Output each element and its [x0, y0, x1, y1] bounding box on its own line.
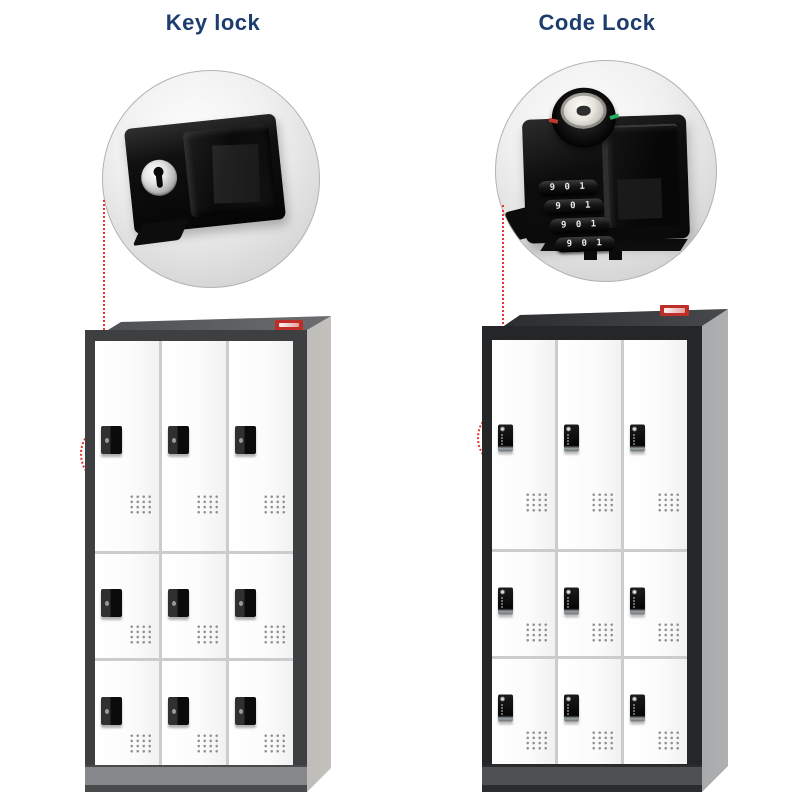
callout-line-code [502, 205, 504, 408]
key-lock-icon [168, 588, 189, 617]
ventilation-holes [264, 625, 288, 645]
code-lock-icon [564, 694, 579, 722]
unlocked-indicator [609, 113, 620, 120]
locker-door [162, 661, 226, 767]
ventilation-holes [197, 625, 221, 645]
ventilation-holes [197, 734, 221, 754]
locker-doors-grid [492, 340, 687, 764]
key-lock-icon [235, 588, 256, 617]
ventilation-holes [658, 493, 682, 513]
cabinet-side-panel [307, 316, 331, 792]
code-lock-icon [630, 587, 645, 615]
locker-door [492, 658, 555, 764]
key-lock-title: Key lock [165, 10, 261, 35]
locker-door [558, 552, 621, 656]
key-lock-icon [101, 425, 122, 454]
key-lock-icon [235, 696, 256, 725]
locker-door [558, 340, 621, 549]
locker-door [162, 341, 226, 551]
code-lock-icon [498, 694, 513, 722]
cabinet-front [85, 330, 307, 792]
handle-cavity [182, 123, 278, 218]
code-lock-icon [564, 424, 579, 452]
cabinet-base [85, 765, 307, 792]
code-lock-icon [630, 424, 645, 452]
ventilation-holes [592, 493, 616, 513]
ventilation-holes [197, 495, 221, 515]
dial-wheel: 9 0 1 [543, 198, 605, 216]
code-lock-icon [564, 587, 579, 615]
ventilation-holes [592, 731, 616, 751]
locker-door [229, 341, 293, 551]
locker-door [624, 658, 687, 764]
callout-line-key [103, 200, 105, 422]
ventilation-holes [658, 731, 682, 751]
code-lock-icon [630, 694, 645, 722]
cabinet-side-panel [702, 309, 728, 792]
keyhole-icon [139, 158, 179, 198]
locker-door [229, 661, 293, 767]
code-lock-body: 9 0 1 9 0 1 9 0 1 9 0 1 [521, 86, 691, 253]
ventilation-holes [526, 623, 550, 643]
ventilation-holes [264, 734, 288, 754]
code-lock-title: Code Lock [538, 10, 656, 35]
combination-dials: 9 0 1 9 0 1 9 0 1 9 0 1 [538, 179, 616, 258]
ventilation-holes [526, 493, 550, 513]
key-lock-icon [235, 425, 256, 454]
locker-door [558, 658, 621, 764]
code-lock-closeup-photo: 9 0 1 9 0 1 9 0 1 9 0 1 [495, 60, 717, 282]
cabinet-front [482, 326, 702, 792]
key-lock-icon [101, 588, 122, 617]
ventilation-holes [130, 495, 154, 515]
ventilation-holes [526, 731, 550, 751]
code-lock-cabinet [482, 292, 728, 792]
locker-door [95, 661, 159, 767]
lock-feet [584, 251, 622, 260]
ventilation-holes [130, 625, 154, 645]
key-lock-icon [168, 696, 189, 725]
brand-badge [275, 320, 303, 330]
dial-wheel: 9 0 1 [549, 216, 610, 234]
locker-door [162, 554, 226, 658]
locker-door [95, 554, 159, 658]
knob-metal-cap [559, 91, 608, 130]
ventilation-holes [592, 623, 616, 643]
key-slot [155, 166, 164, 189]
key-lock-body [123, 113, 287, 235]
dial-wheel: 9 0 1 [538, 179, 599, 197]
brand-badge [660, 305, 689, 316]
key-lock-icon [101, 696, 122, 725]
locker-door [229, 554, 293, 658]
locker-door [492, 340, 555, 549]
cabinet-base [482, 765, 702, 792]
locker-door [95, 341, 159, 551]
key-lock-cabinet [85, 308, 331, 792]
ventilation-holes [658, 623, 682, 643]
key-lock-icon [168, 425, 189, 454]
locked-indicator [548, 117, 559, 124]
locker-door [624, 340, 687, 549]
ventilation-holes [264, 495, 288, 515]
locker-door [492, 552, 555, 656]
code-lock-icon [498, 424, 513, 452]
key-lock-closeup-photo [102, 70, 320, 288]
locker-doors-grid [95, 341, 293, 767]
ventilation-holes [130, 734, 154, 754]
locker-door [624, 552, 687, 656]
code-lock-icon [498, 587, 513, 615]
